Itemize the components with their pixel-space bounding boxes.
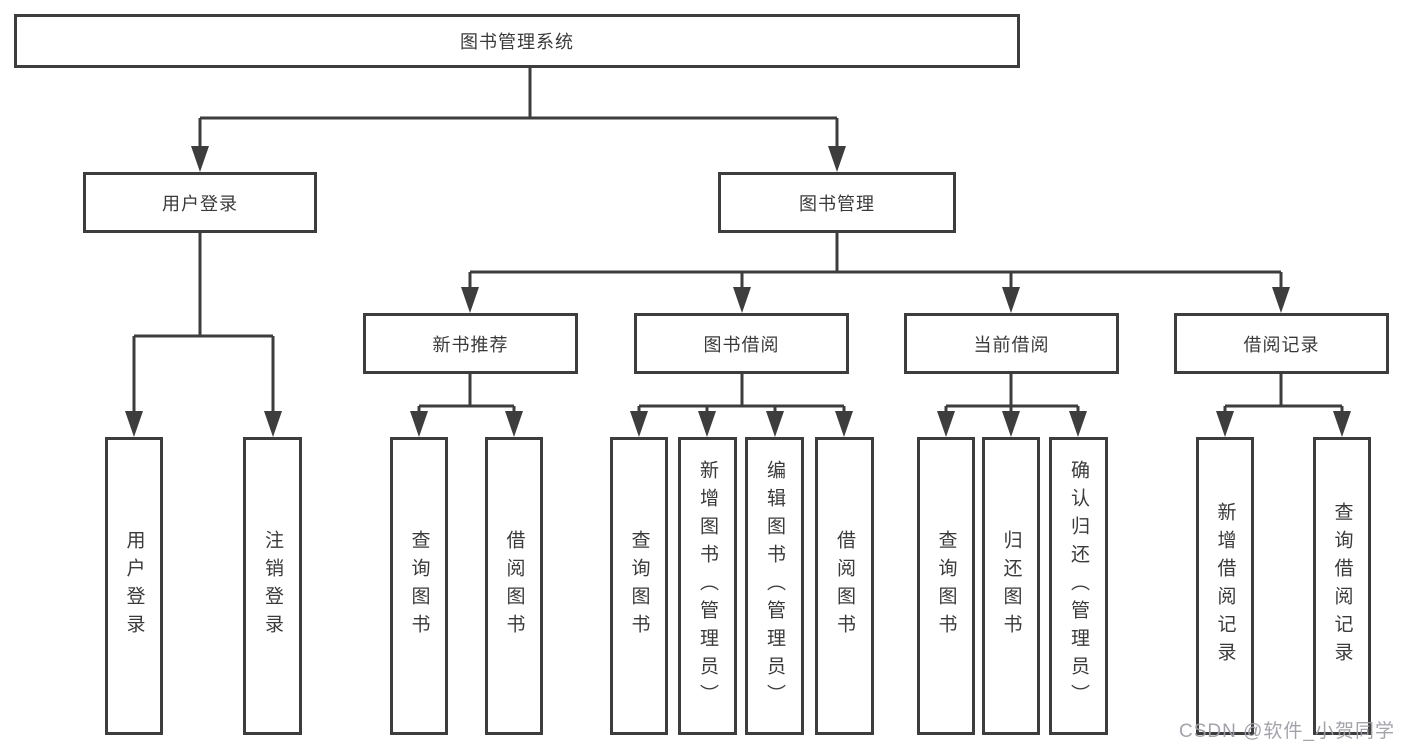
connector-records-children: [1216, 374, 1351, 437]
leaf-current-query-books: 查询图书: [917, 437, 975, 735]
node-label: 查询图书: [408, 530, 430, 642]
node-label: 借阅图书: [834, 530, 855, 642]
leaf-records-query-borrow-record: 查询借阅记录: [1313, 437, 1371, 735]
node-label: 新增借阅记录: [1214, 502, 1236, 670]
connector-book-mgmt-children: [461, 233, 1290, 313]
node-label: 确认归还（管理员）: [1068, 460, 1089, 712]
leaf-records-add-borrow-record: 新增借阅记录: [1196, 437, 1254, 735]
node-label: 借阅记录: [1243, 334, 1320, 355]
leaf-user-login: 用户登录: [105, 437, 163, 735]
node-label: 当前借阅: [973, 334, 1050, 355]
node-label: 用户登录: [162, 193, 238, 214]
leaf-borrowing-query-books: 查询图书: [610, 437, 668, 735]
node-label: 注销登录: [262, 530, 283, 642]
node-label: 查询借阅记录: [1331, 502, 1353, 670]
node-label: 图书借阅: [703, 334, 780, 355]
csdn-watermark: CSDN @软件_小贺同学: [1179, 721, 1395, 742]
leaf-logout-login: 注销登录: [243, 437, 302, 735]
connector-current-borrow-children: [937, 374, 1087, 437]
node-label: 查询图书: [628, 530, 650, 642]
node-label: 编辑图书（管理员）: [764, 460, 785, 712]
node-label: 图书管理系统: [460, 32, 574, 52]
connector-user-login-children: [125, 233, 282, 437]
node-label: 归还图书: [1000, 530, 1022, 642]
leaf-borrowing-borrow-books: 借阅图书: [815, 437, 874, 735]
node-library-system: 图书管理系统: [14, 14, 1020, 68]
node-new-book-recommend: 新书推荐: [363, 313, 578, 374]
node-book-management: 图书管理: [718, 172, 956, 233]
node-label: 图书管理: [799, 193, 875, 214]
leaf-recommend-borrow-books: 借阅图书: [485, 437, 543, 735]
node-borrowing-records: 借阅记录: [1174, 313, 1389, 374]
node-book-borrowing: 图书借阅: [634, 313, 849, 374]
leaf-borrowing-edit-books-admin: 编辑图书（管理员）: [745, 437, 804, 735]
connector-book-borrow-children: [630, 374, 853, 437]
node-current-borrowing: 当前借阅: [904, 313, 1119, 374]
node-label: 用户登录: [123, 530, 145, 642]
leaf-recommend-query-books: 查询图书: [390, 437, 448, 735]
node-label: 新书推荐: [432, 334, 509, 355]
connector-root-to-level2: [191, 68, 846, 172]
node-label: 借阅图书: [503, 530, 525, 642]
leaf-current-return-books: 归还图书: [982, 437, 1040, 735]
node-label: 查询图书: [935, 530, 957, 642]
leaf-current-confirm-return-admin: 确认归还（管理员）: [1049, 437, 1108, 735]
node-label: 新增图书（管理员）: [697, 460, 718, 712]
leaf-borrowing-add-books-admin: 新增图书（管理员）: [678, 437, 737, 735]
node-user-login: 用户登录: [83, 172, 317, 233]
connector-new-rec-children: [410, 374, 523, 437]
